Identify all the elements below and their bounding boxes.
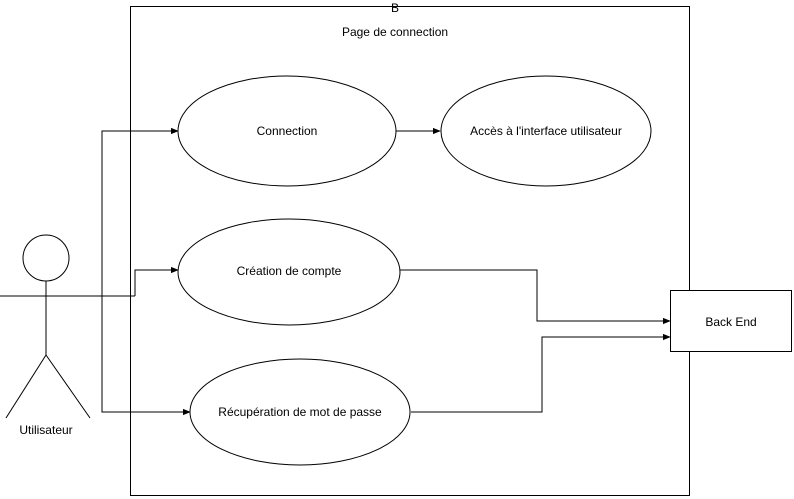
backend-box[interactable]: Back End	[670, 290, 792, 352]
use-case-access-interface[interactable]: Accès à l'interface utilisateur	[440, 75, 652, 187]
connector-create-account-to-backend	[400, 269, 671, 325]
actor-label: Utilisateur	[19, 423, 72, 437]
actor-head	[22, 234, 70, 282]
system-top-label: B	[391, 1, 399, 15]
connector-actor-to-connection	[101, 127, 179, 296]
use-case-connection-label: Connection	[257, 124, 318, 138]
connectors	[101, 127, 671, 416]
connector-recovery-to-backend	[411, 333, 671, 413]
backend-label: Back End	[705, 315, 756, 329]
connector-actor-to-recovery	[101, 296, 191, 416]
system-title: Page de connection	[342, 25, 448, 39]
connector-actor-to-create-account	[134, 266, 179, 296]
actor-left-leg	[5, 354, 47, 419]
use-case-recovery-label: Récupération de mot de passe	[218, 405, 382, 419]
actor-right-leg	[45, 354, 91, 419]
use-case-access-label: Accès à l'interface utilisateur	[470, 124, 622, 138]
actor-utilisateur[interactable]: Utilisateur	[0, 234, 135, 437]
use-case-password-recovery[interactable]: Récupération de mot de passe	[189, 358, 411, 466]
system-boundary: B Page de connection	[130, 1, 690, 496]
use-case-create-account-label: Création de compte	[237, 264, 342, 278]
use-case-create-account[interactable]: Création de compte	[177, 218, 401, 326]
use-case-connection[interactable]: Connection	[177, 75, 397, 187]
